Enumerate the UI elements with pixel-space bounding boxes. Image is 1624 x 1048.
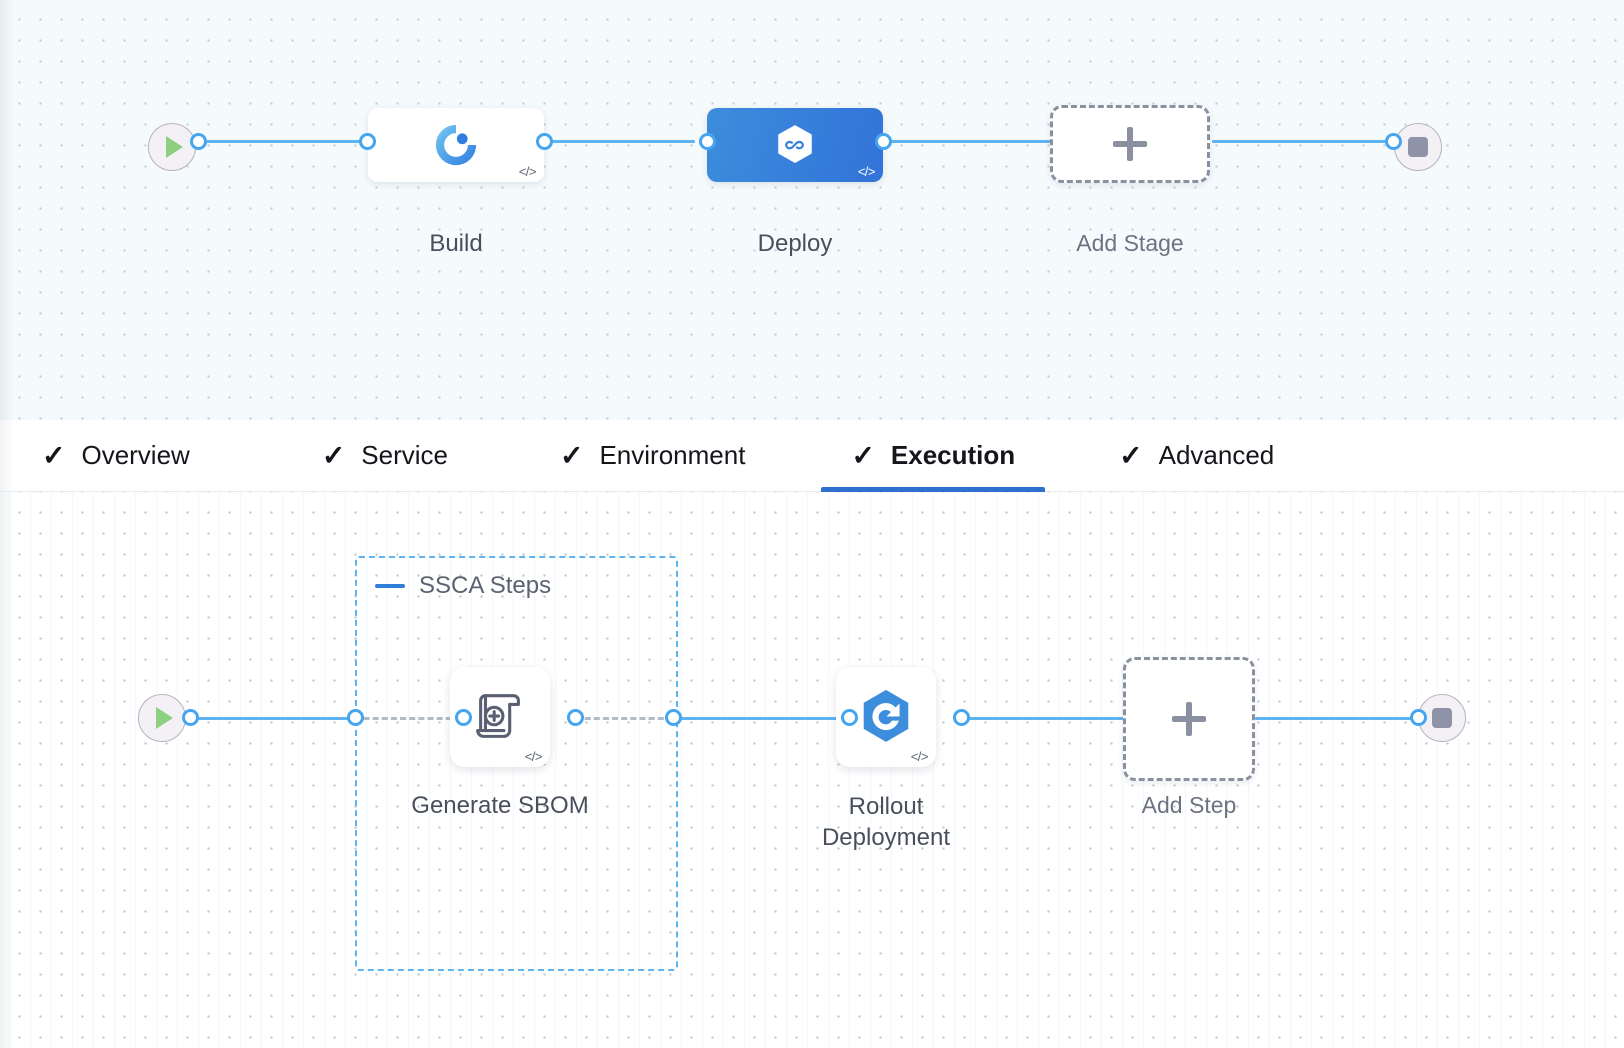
- stop-icon: [1408, 137, 1428, 157]
- build-code-badge[interactable]: </>: [518, 164, 537, 179]
- check-icon: ✓: [42, 439, 66, 471]
- edge-group-to-rollout: [672, 717, 862, 720]
- add-step-button[interactable]: [1123, 657, 1255, 781]
- plus-icon: [1113, 127, 1147, 161]
- collapse-dash-icon[interactable]: [375, 584, 405, 588]
- play-icon: [166, 136, 183, 158]
- tab-environment[interactable]: ✓ Environment: [556, 420, 749, 492]
- port-steps-end-in[interactable]: [1410, 709, 1427, 726]
- sbom-code-badge[interactable]: </>: [524, 749, 543, 764]
- port-build-out[interactable]: [536, 133, 553, 150]
- build-ci-icon: [435, 124, 477, 166]
- edge-addstage-to-end: [1212, 140, 1412, 143]
- step-group-title: SSCA Steps: [419, 572, 552, 599]
- port-build-in[interactable]: [359, 133, 376, 150]
- add-step-label: Add Step: [1141, 792, 1237, 818]
- port-start-out[interactable]: [190, 133, 207, 150]
- port-rollout-in[interactable]: [841, 709, 858, 726]
- edge-deploy-to-addstage: [873, 140, 1123, 143]
- step-graph-canvas[interactable]: SSCA Steps </> Generat: [0, 492, 1624, 1048]
- add-stage-label: Add Stage: [1076, 230, 1184, 256]
- port-steps-start-out[interactable]: [182, 709, 199, 726]
- stop-icon: [1432, 708, 1452, 728]
- rollout-code-badge[interactable]: </>: [910, 749, 929, 764]
- cd-hexagon-infinity-icon: [778, 125, 812, 164]
- port-deploy-in[interactable]: [699, 133, 716, 150]
- step-group-ssca[interactable]: [355, 556, 678, 971]
- stage-graph-canvas[interactable]: </> Build </> Deploy Add Stage: [0, 0, 1624, 420]
- play-icon: [156, 707, 173, 729]
- tab-overview[interactable]: ✓ Overview: [38, 420, 194, 492]
- port-end-in[interactable]: [1385, 133, 1402, 150]
- tab-service[interactable]: ✓ Service: [318, 420, 452, 492]
- pipeline-end-node[interactable]: [1394, 123, 1442, 171]
- tab-advanced[interactable]: ✓ Advanced: [1115, 420, 1278, 492]
- port-sbom-out[interactable]: [567, 709, 584, 726]
- port-rollout-out[interactable]: [953, 709, 970, 726]
- step-label-generate-sbom: Generate SBOM: [411, 792, 589, 819]
- stage-node-build[interactable]: </>: [368, 108, 544, 182]
- deploy-code-badge[interactable]: </>: [857, 164, 876, 179]
- port-deploy-out[interactable]: [875, 133, 892, 150]
- port-group-out[interactable]: [665, 709, 682, 726]
- check-icon: ✓: [1119, 439, 1143, 471]
- tab-overview-label: Overview: [81, 440, 190, 470]
- stage-node-deploy[interactable]: </>: [707, 108, 883, 182]
- port-sbom-in[interactable]: [455, 709, 472, 726]
- step-label-rollout-deployment: Rollout Deployment: [821, 793, 951, 851]
- sbom-scroll-plus-icon: [476, 694, 520, 738]
- edge-start-to-group: [180, 717, 365, 720]
- tab-execution-label: Execution: [890, 440, 1016, 470]
- check-icon: ✓: [560, 439, 584, 471]
- edge-group-in-to-sbom: [362, 717, 462, 720]
- plus-icon: [1172, 702, 1206, 736]
- rollout-hexagon-refresh-icon: [863, 689, 909, 742]
- pipeline-start-node[interactable]: [148, 123, 196, 171]
- tab-environment-label: Environment: [599, 440, 746, 470]
- port-group-in[interactable]: [347, 709, 364, 726]
- check-icon: ✓: [851, 439, 875, 471]
- stage-label-deploy: Deploy: [757, 230, 833, 257]
- edge-addstep-to-end: [1255, 717, 1435, 720]
- tab-advanced-label: Advanced: [1158, 440, 1275, 470]
- check-icon: ✓: [321, 439, 346, 471]
- tab-service-label: Service: [361, 440, 448, 470]
- add-stage-button[interactable]: [1050, 105, 1210, 183]
- stage-label-build: Build: [429, 230, 483, 257]
- stage-config-tabbar: ✓ Overview ✓ Service ✓ Environment ✓ Exe…: [0, 420, 1624, 492]
- edge-sbom-to-group-out: [574, 717, 674, 720]
- step-group-header[interactable]: SSCA Steps: [375, 572, 551, 600]
- steps-start-node[interactable]: [138, 694, 186, 742]
- edge-rollout-to-addstep: [960, 717, 1125, 720]
- tab-execution[interactable]: ✓ Execution: [821, 420, 1045, 492]
- edge-start-to-build: [186, 140, 361, 143]
